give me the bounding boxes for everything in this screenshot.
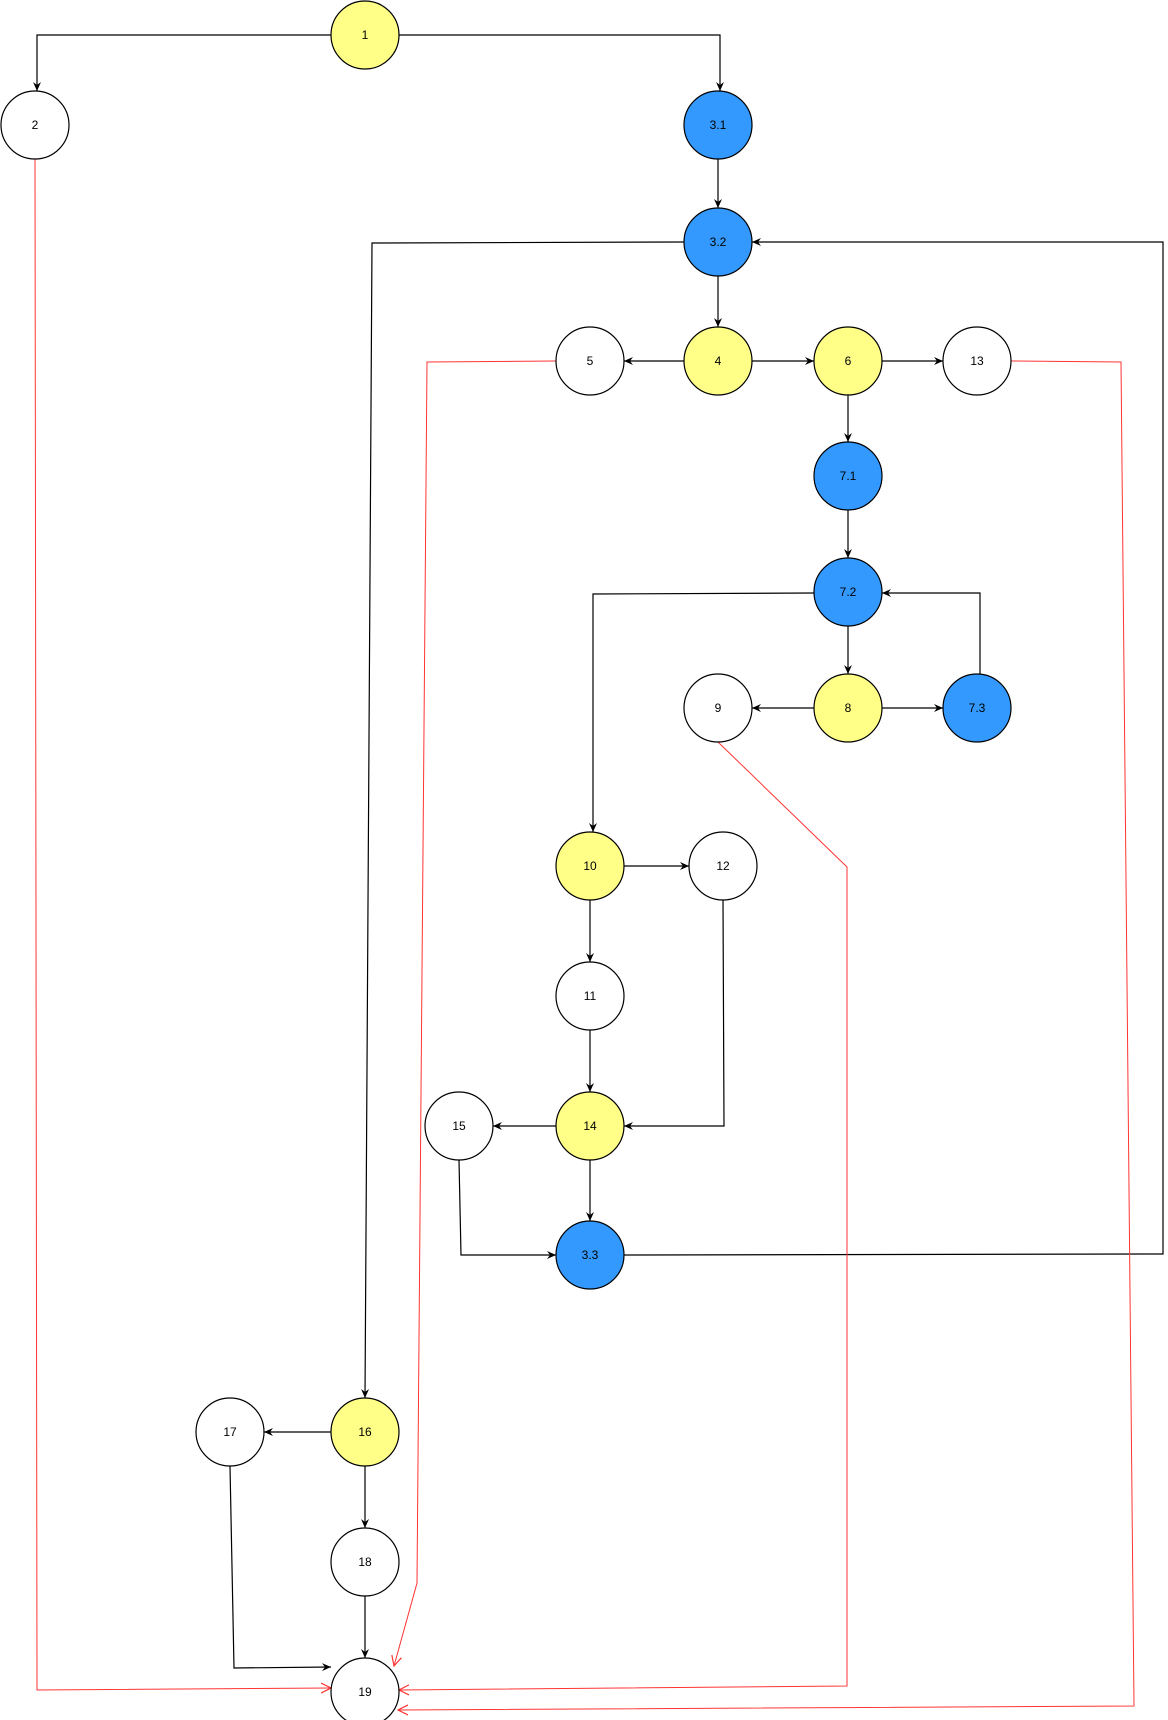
node-label-n9: 9 <box>715 701 722 715</box>
node-circle-n11 <box>555 961 625 1031</box>
node-circle-n7_3 <box>942 673 1012 743</box>
edge-n3_2-to-n16 <box>361 241 685 1399</box>
node-circle-n14 <box>555 1091 625 1161</box>
node-n1: 1 <box>330 0 400 70</box>
node-circle-n6 <box>813 326 883 396</box>
node-circle-n10 <box>555 831 625 901</box>
node-n14: 14 <box>555 1091 625 1161</box>
node-label-n7_1: 7.1 <box>840 469 857 483</box>
node-n12: 12 <box>688 831 758 901</box>
edge-n7_3-to-n7_2 <box>882 589 981 674</box>
node-circle-n19 <box>330 1657 400 1720</box>
node-circle-n13 <box>942 326 1012 396</box>
node-n6: 6 <box>813 326 883 396</box>
node-circle-n4 <box>683 326 753 396</box>
edge-n17-to-n19 <box>229 1465 332 1672</box>
node-label-n13: 13 <box>970 354 984 368</box>
node-n7_1: 7.1 <box>813 441 883 511</box>
node-circle-n9 <box>683 673 753 743</box>
node-circle-n7_1 <box>813 441 883 511</box>
node-label-n8: 8 <box>845 701 852 715</box>
node-n17: 17 <box>195 1397 265 1467</box>
node-n4: 4 <box>683 326 753 396</box>
node-n3_3: 3.3 <box>555 1220 625 1290</box>
node-n16: 16 <box>330 1397 400 1467</box>
node-label-n3_1: 3.1 <box>710 118 727 132</box>
node-circle-n3_3 <box>555 1220 625 1290</box>
node-n7_3: 7.3 <box>942 673 1012 743</box>
node-label-n6: 6 <box>845 354 852 368</box>
node-n11: 11 <box>555 961 625 1031</box>
node-label-n19: 19 <box>358 1685 372 1699</box>
exit-edge-n2-to-n19 <box>34 158 331 1690</box>
node-label-n16: 16 <box>358 1425 372 1439</box>
node-label-n3_3: 3.3 <box>582 1248 599 1262</box>
node-n3_2: 3.2 <box>683 207 753 277</box>
node-circle-n15 <box>424 1091 494 1161</box>
edge-n15-to-n3_3 <box>458 1159 556 1259</box>
node-label-n17: 17 <box>223 1425 237 1439</box>
node-circle-n18 <box>330 1527 400 1597</box>
node-label-n7_3: 7.3 <box>969 701 986 715</box>
edge-n3_3-to-n3_2 <box>623 238 1164 1256</box>
node-label-n11: 11 <box>584 989 597 1003</box>
node-label-n1: 1 <box>362 28 369 42</box>
node-label-n3_2: 3.2 <box>710 235 727 249</box>
node-circle-n17 <box>195 1397 265 1467</box>
node-n3_1: 3.1 <box>683 90 753 160</box>
node-label-n14: 14 <box>583 1119 597 1133</box>
node-n10: 10 <box>555 831 625 901</box>
node-n5: 5 <box>555 326 625 396</box>
node-circle-n12 <box>688 831 758 901</box>
edge-n12-to-n14 <box>624 899 725 1130</box>
node-circle-n3_2 <box>683 207 753 277</box>
node-circle-n5 <box>555 326 625 396</box>
exit-edge-n5-to-n19 <box>394 360 557 1666</box>
edge-n1-to-n3_1 <box>399 34 724 91</box>
node-label-n12: 12 <box>716 859 730 873</box>
node-circle-n7_2 <box>813 557 883 627</box>
node-circle-n3_1 <box>683 90 753 160</box>
edge-n7_2-to-n10 <box>589 592 815 832</box>
node-label-n2: 2 <box>32 118 39 132</box>
edge-layer <box>33 34 1164 1710</box>
node-circle-n8 <box>813 673 883 743</box>
node-label-n18: 18 <box>358 1555 372 1569</box>
node-n19: 19 <box>330 1657 400 1720</box>
node-n7_2: 7.2 <box>813 557 883 627</box>
node-n15: 15 <box>424 1091 494 1161</box>
node-circle-n16 <box>330 1397 400 1467</box>
node-n13: 13 <box>942 326 1012 396</box>
node-label-n4: 4 <box>715 354 722 368</box>
node-n18: 18 <box>330 1527 400 1597</box>
node-label-n15: 15 <box>452 1119 466 1133</box>
node-circle-n1 <box>330 0 400 70</box>
node-label-n5: 5 <box>587 354 594 368</box>
node-n2: 2 <box>0 90 70 160</box>
node-label-n7_2: 7.2 <box>840 585 857 599</box>
node-label-n10: 10 <box>583 859 597 873</box>
node-n8: 8 <box>813 673 883 743</box>
exit-edge-n13-to-n19 <box>398 360 1135 1710</box>
exit-edge-n9-to-n19 <box>399 741 848 1690</box>
edge-n1-to-n2 <box>33 34 333 91</box>
node-n9: 9 <box>683 673 753 743</box>
node-circle-n2 <box>0 90 70 160</box>
